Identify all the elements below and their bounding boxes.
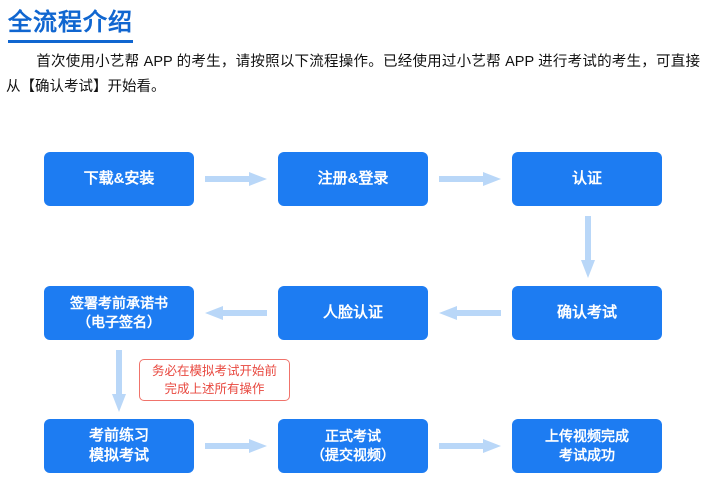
intro-text: 首次使用小艺帮 APP 的考生，请按照以下流程操作。已经使用过小艺帮 APP 进… [6,54,700,96]
arrow-download-to-register [205,172,267,186]
flow-node-download[interactable]: 下载&安装 [44,152,194,206]
flow-node-practice-line-2: 模拟考试 [88,447,149,464]
flow-node-verify-line-1: 认证 [571,169,602,187]
flow-node-register[interactable]: 注册&登录 [278,152,428,206]
page-title: 全流程介绍 [8,8,133,43]
deadline-note-line-2: 完成上述所有操作 [164,382,265,396]
flow-node-face-verify[interactable]: 人脸认证 [278,286,428,340]
flow-node-download-line-1: 下载&安装 [83,169,155,187]
flow-node-formal-exam-line-1: 正式考试 [325,428,381,445]
flow-node-verify[interactable]: 认证 [512,152,662,206]
arrow-face-to-sign [205,306,267,320]
flow-node-upload-video-line-2: 考试成功 [559,447,615,463]
flow-node-sign-commitment-line-2: （电子签名） [77,314,161,330]
arrow-formal-to-upload [439,439,501,453]
arrow-practice-to-formal [205,439,267,453]
flow-node-confirm-exam[interactable]: 确认考试 [512,286,662,340]
arrow-confirm-to-face [439,306,501,320]
arrow-sign-to-practice [112,350,126,412]
flow-node-upload-video-line-1: 上传视频完成 [545,428,629,445]
deadline-note-line-1: 务必在模拟考试开始前 [151,363,277,378]
flow-node-sign-commitment-line-1: 签署考前承诺书 [70,295,168,312]
flow-node-practice[interactable]: 考前练习 模拟考试 [44,419,194,473]
flow-node-practice-line-1: 考前练习 [88,426,149,444]
flow-node-confirm-exam-line-1: 确认考试 [556,303,617,321]
flow-node-face-verify-line-1: 人脸认证 [322,303,383,321]
flow-node-sign-commitment[interactable]: 签署考前承诺书 （电子签名） [44,286,194,340]
flow-node-formal-exam-line-2: （提交视频） [311,447,395,463]
arrow-register-to-verify [439,172,501,186]
flow-node-upload-video[interactable]: 上传视频完成 考试成功 [512,419,662,473]
arrow-verify-to-confirm [581,216,595,278]
flow-node-formal-exam[interactable]: 正式考试 （提交视频） [278,419,428,473]
flow-node-register-line-1: 注册&登录 [317,169,389,187]
deadline-note: 务必在模拟考试开始前 完成上述所有操作 [139,359,290,401]
intro-paragraph: 首次使用小艺帮 APP 的考生，请按照以下流程操作。已经使用过小艺帮 APP 进… [6,50,700,101]
